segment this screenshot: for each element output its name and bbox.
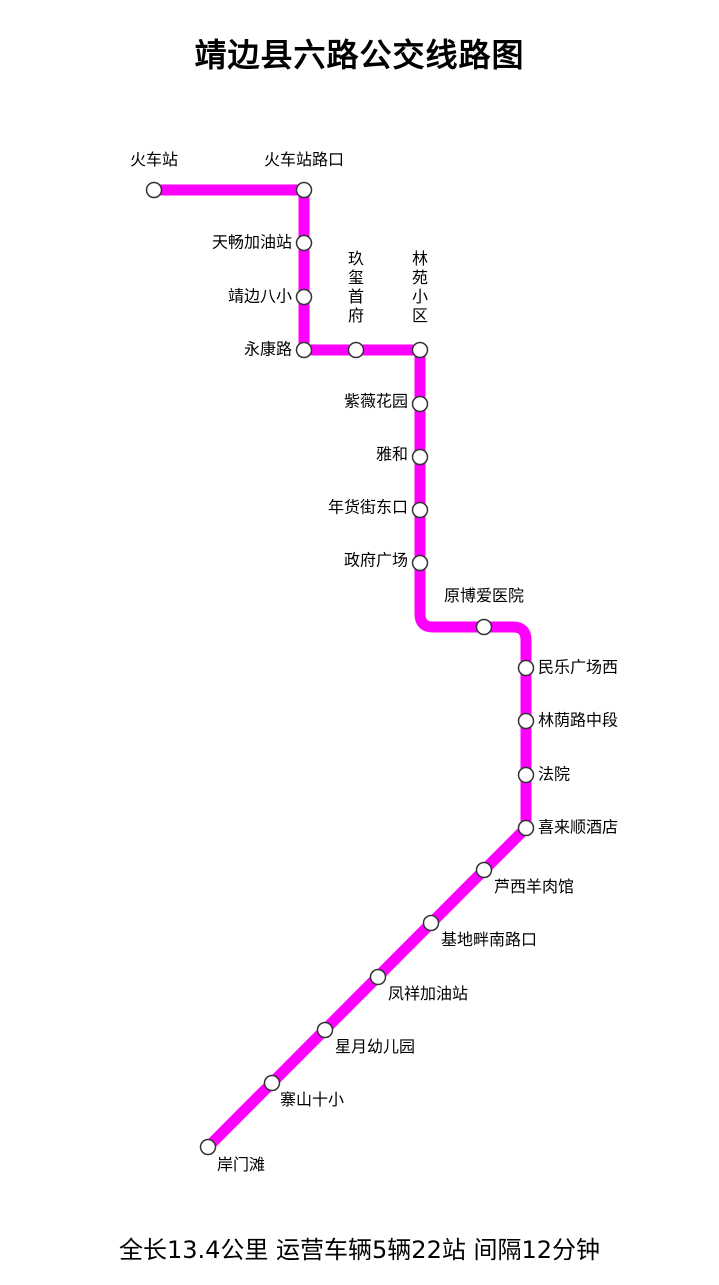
stop-marker — [295, 341, 313, 359]
stop-marker — [517, 819, 535, 837]
stop-marker — [295, 288, 313, 306]
stop-marker — [295, 181, 313, 199]
stop-marker — [347, 341, 365, 359]
stop-label: 岸门滩 — [217, 1155, 265, 1174]
stop-label: 原博爱医院 — [444, 586, 524, 605]
stop-marker — [411, 395, 429, 413]
stop-marker — [475, 861, 493, 879]
stop-label: 寨山十小 — [280, 1090, 344, 1109]
stop-marker — [475, 618, 493, 636]
stop-marker — [295, 234, 313, 252]
stop-label: 政府广场 — [344, 551, 408, 570]
stop-label: 凤祥加油站 — [388, 984, 468, 1003]
route-line-6 — [148, 184, 532, 1153]
stop-label: 火车站 — [130, 150, 178, 169]
stop-marker — [517, 766, 535, 784]
stop-label: 星月幼儿园 — [335, 1037, 415, 1056]
stop-marker — [422, 914, 440, 932]
stop-label: 林苑小区 — [412, 249, 428, 325]
stop-marker — [145, 181, 163, 199]
map-title: 靖边县六路公交线路图 — [194, 36, 525, 74]
stop-label: 林荫路中段 — [538, 711, 618, 730]
stop-label: 年货街东口 — [328, 498, 408, 517]
stop-marker — [199, 1138, 217, 1156]
stop-label: 民乐广场西 — [538, 658, 618, 677]
stop-label: 玖玺首府 — [348, 249, 364, 325]
stop-label: 芦西羊肉馆 — [494, 877, 574, 896]
stop-marker — [316, 1021, 334, 1039]
stop-label: 雅和 — [376, 445, 408, 464]
stop-label: 靖边八小 — [228, 287, 292, 306]
route-summary: 全长13.4公里 运营车辆5辆22站 间隔12分钟 — [118, 1236, 601, 1264]
stop-marker — [517, 659, 535, 677]
stop-label: 永康路 — [244, 340, 292, 359]
stop-label: 火车站路口 — [264, 150, 344, 169]
stop-marker — [411, 554, 429, 572]
stop-label: 法院 — [538, 765, 570, 784]
stop-marker — [411, 501, 429, 519]
stop-label: 喜来顺酒店 — [538, 818, 618, 837]
stop-label: 天畅加油站 — [212, 233, 292, 252]
stop-marker — [411, 448, 429, 466]
stop-marker — [517, 712, 535, 730]
stop-label: 紫薇花园 — [344, 392, 408, 411]
stop-marker — [263, 1074, 281, 1092]
stop-marker — [411, 341, 429, 359]
stop-marker — [369, 968, 387, 986]
stop-label: 基地畔南路口 — [441, 930, 537, 949]
